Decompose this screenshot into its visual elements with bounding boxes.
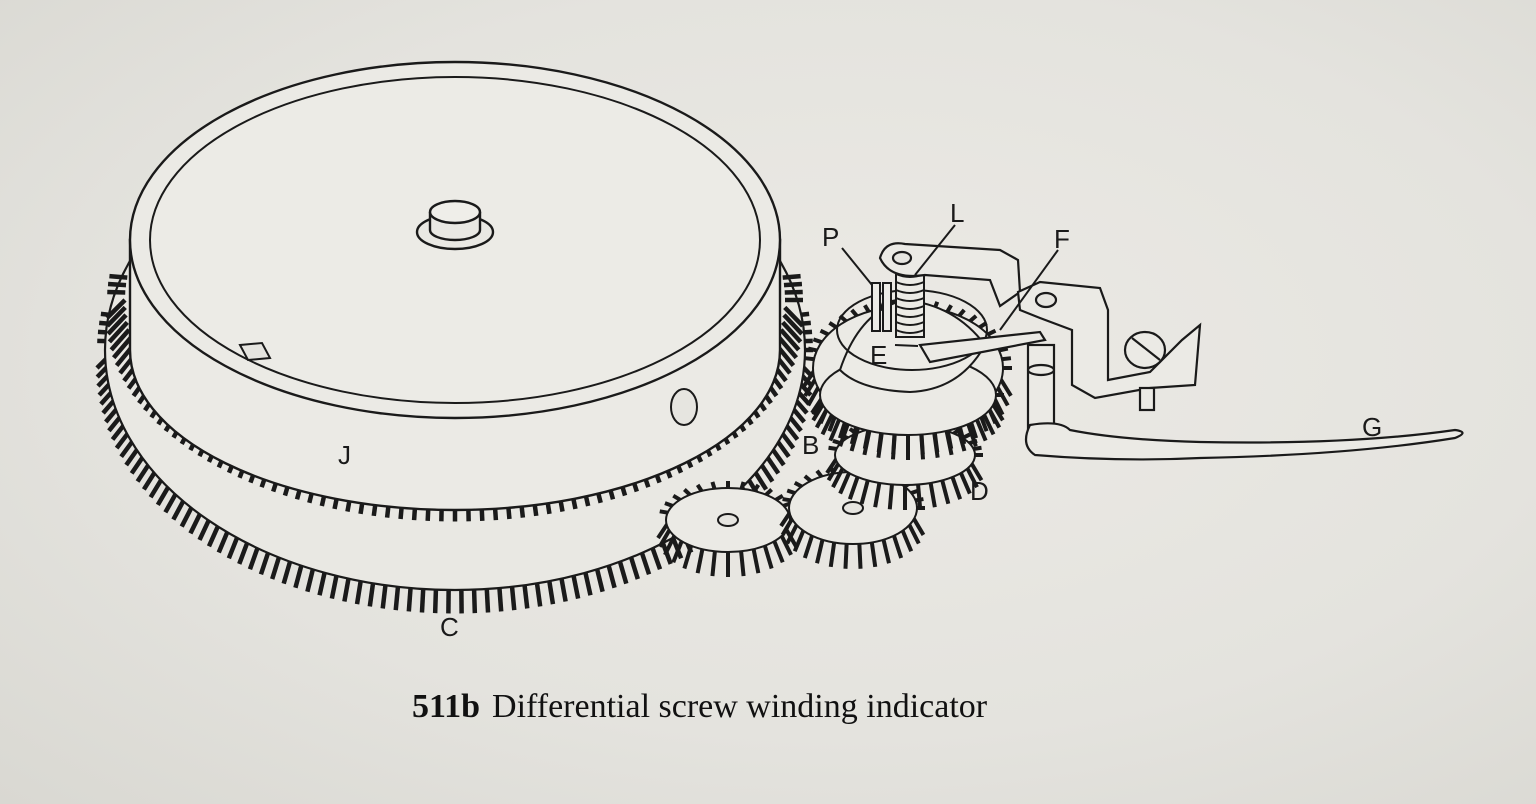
- figure-title: Differential screw winding indicator: [492, 688, 988, 725]
- label-g: G: [1362, 412, 1382, 442]
- label-b: B: [802, 430, 819, 460]
- lever-f-g: [918, 280, 1464, 461]
- label-f: F: [1054, 224, 1070, 254]
- label-d: D: [970, 476, 989, 506]
- screw-l: [895, 261, 925, 338]
- pin-p: [871, 282, 892, 332]
- figure-number: 511b: [412, 688, 481, 725]
- label-l: L: [950, 198, 964, 228]
- label-c: C: [440, 612, 459, 642]
- figure-caption: 511b Differential screw winding indicator: [412, 688, 1312, 726]
- leader-lines: [841, 224, 1059, 347]
- gear-d: [825, 418, 984, 510]
- label-e: E: [870, 340, 887, 370]
- label-j: J: [338, 440, 351, 470]
- wheel-j: [105, 60, 805, 522]
- label-p: P: [822, 222, 839, 252]
